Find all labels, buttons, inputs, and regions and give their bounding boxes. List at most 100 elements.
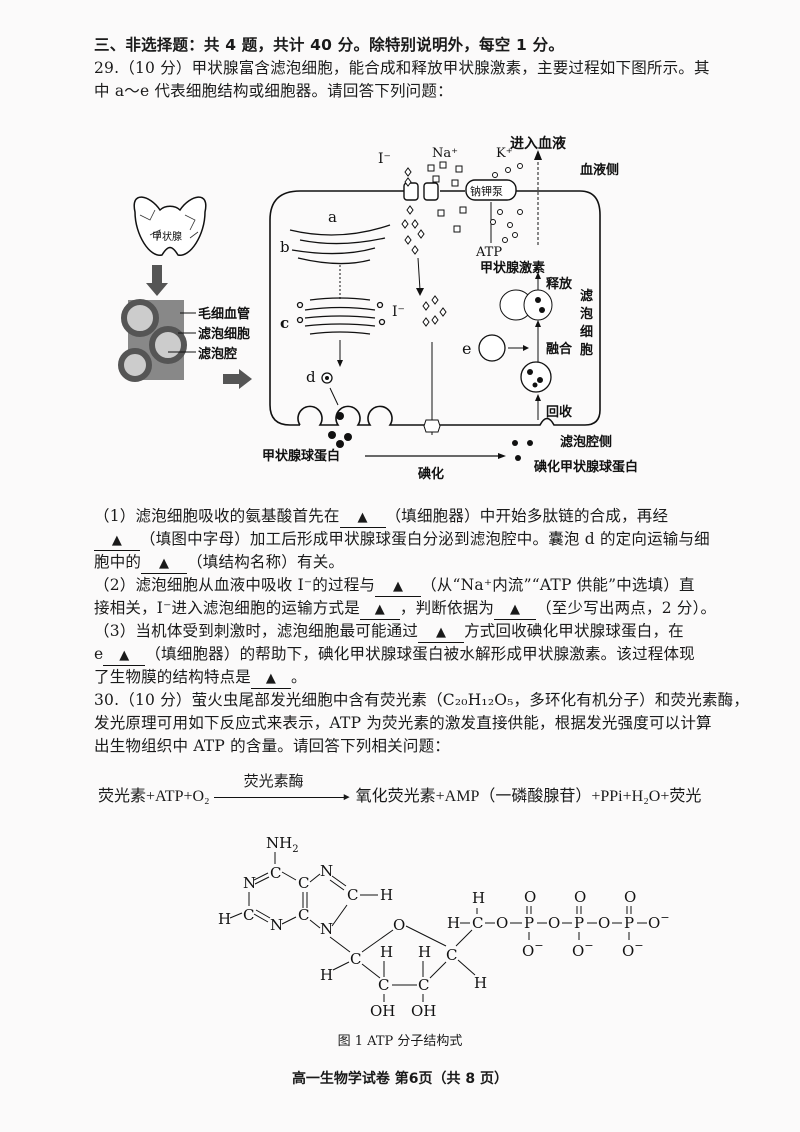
svg-text:C: C bbox=[446, 946, 457, 964]
q29-intro-line1: 29.（10 分）甲状腺富含滤泡细胞，能合成和释放甲状腺激素，主要过程如下图所示… bbox=[94, 59, 710, 77]
release-label: 释放 bbox=[546, 276, 573, 292]
q30-intro-line2: 发光原理可用如下反应式来表示，ATP 为荧光素的激发直接供能，根据发光强度可以计… bbox=[94, 714, 712, 732]
svg-text:C: C bbox=[350, 950, 361, 968]
text: （从“Na⁺内流”“ATP 供能”中选填）直 bbox=[421, 576, 695, 594]
blank-marker: ▲ bbox=[510, 602, 521, 617]
follicle-tissue-image bbox=[118, 299, 187, 382]
svg-text:O−: O− bbox=[572, 939, 594, 960]
sodium-label: Na⁺ bbox=[432, 146, 458, 161]
thyroglobulin-label: 甲状腺球蛋白 bbox=[262, 448, 340, 464]
svg-text:H: H bbox=[447, 914, 460, 932]
text: （至少写出两点，2 分）。 bbox=[536, 599, 717, 617]
svg-text:C: C bbox=[347, 886, 358, 904]
svg-text:N: N bbox=[320, 920, 333, 938]
section-heading: 三、非选择题：共 4 题，共计 40 分。除特别说明外，每空 1 分。 bbox=[94, 36, 565, 54]
q29-sub3-line3: 了生物膜的结构特点是 ▲ 。 bbox=[94, 666, 307, 689]
lysosome-fusion-icon bbox=[499, 289, 553, 321]
text: （填结构名称）有关。 bbox=[187, 553, 345, 571]
svg-text:C: C bbox=[270, 864, 281, 882]
potassium-label: K⁺ bbox=[496, 146, 513, 161]
answer-blank[interactable]: ▲ bbox=[251, 670, 292, 689]
label-b: b bbox=[280, 238, 290, 256]
svg-text:O: O bbox=[393, 916, 405, 934]
svg-text:O−: O− bbox=[622, 939, 644, 960]
text: e bbox=[94, 645, 104, 663]
text: （填细胞器）的帮助下，碘化甲状腺球蛋白被水解形成甲状腺激素。该过程体现 bbox=[145, 645, 695, 663]
iodinated-thyroglobulin-label: 碘化甲状腺球蛋白 bbox=[533, 459, 638, 475]
text: （3）当机体受到刺激时，滤泡细胞最可能通过 bbox=[94, 622, 419, 640]
thyroid-label: 甲状腺 bbox=[152, 230, 182, 243]
blank-marker: ▲ bbox=[265, 671, 277, 686]
svg-text:H: H bbox=[380, 886, 393, 904]
svg-text:H: H bbox=[218, 910, 231, 928]
svg-text:O−: O− bbox=[648, 911, 670, 932]
blank-marker: ▲ bbox=[159, 556, 170, 571]
q29-intro-line2: 中 a～e 代表细胞结构或细胞器。请回答下列问题： bbox=[94, 82, 453, 100]
svg-text:O: O bbox=[548, 914, 560, 932]
text: 。 bbox=[291, 668, 307, 686]
answer-blank[interactable]: ▲ bbox=[94, 532, 140, 551]
q29-sub3-line2: e ▲ （填细胞器）的帮助下，碘化甲状腺球蛋白被水解形成甲状腺激素。该过程体现 bbox=[94, 643, 695, 666]
iodide-inner-label: I⁻ bbox=[392, 304, 405, 320]
svg-text:O: O bbox=[496, 914, 508, 932]
cell-name-char: 泡 bbox=[580, 306, 593, 322]
reactants: 荧光素+ATP+O₂ bbox=[98, 788, 210, 805]
svg-text:OH: OH bbox=[370, 1002, 395, 1020]
into-blood-label: 进入血液 bbox=[510, 135, 567, 152]
thyroid-gland-icon: 甲状腺 bbox=[133, 196, 207, 256]
reaction-equation: 荧光素+ATP+O₂ ► 荧光素酶 氧化荧光素+AMP（一磷酸腺苷）+PPi+H… bbox=[98, 774, 701, 806]
q29-sub3-line1: （3）当机体受到刺激时，滤泡细胞最可能通过 ▲ 方式回收碘化甲状腺球蛋白，在 bbox=[94, 620, 684, 643]
svg-text:NH2: NH2 bbox=[266, 834, 299, 855]
atp-label: ATP bbox=[475, 245, 502, 260]
cell-name-char: 胞 bbox=[579, 342, 593, 358]
svg-text:OH: OH bbox=[411, 1002, 436, 1020]
svg-text:O: O bbox=[624, 888, 636, 906]
svg-text:N: N bbox=[243, 874, 256, 892]
page-footer: 高一生物学试卷 第6页（共 8 页） bbox=[291, 1071, 509, 1087]
svg-text:O: O bbox=[598, 914, 610, 932]
answer-blank[interactable]: ▲ bbox=[375, 578, 422, 597]
cell-name-char: 滤 bbox=[580, 288, 593, 304]
reaction-arrow: ► 荧光素酶 bbox=[213, 774, 352, 803]
svg-text:P: P bbox=[624, 914, 634, 932]
blank-marker: ▲ bbox=[119, 648, 130, 663]
svg-text:N: N bbox=[320, 862, 333, 880]
lumen-side-label: 滤泡腔侧 bbox=[560, 434, 612, 450]
blank-marker: ▲ bbox=[435, 625, 447, 640]
na-k-pump-label: 钠钾泵 bbox=[470, 184, 503, 198]
svg-text:C: C bbox=[298, 906, 309, 924]
text: 了生物膜的结构特点是 bbox=[94, 668, 252, 686]
blank-marker: ▲ bbox=[357, 510, 368, 525]
golgi-apparatus-icon bbox=[296, 297, 386, 335]
answer-blank[interactable]: ▲ bbox=[339, 509, 386, 528]
cell-name-char: 细 bbox=[580, 324, 593, 340]
follicular-cell-label: 滤泡细胞 bbox=[198, 326, 250, 342]
answer-blank[interactable]: ▲ bbox=[141, 555, 188, 574]
label-a: a bbox=[328, 208, 337, 226]
answer-blank[interactable]: ▲ bbox=[359, 601, 400, 620]
text: （2）滤泡细胞从血液中吸收 I⁻的过程与 bbox=[94, 576, 376, 594]
svg-text:C: C bbox=[472, 914, 483, 932]
text: 方式回收碘化甲状腺球蛋白，在 bbox=[464, 622, 684, 640]
svg-text:P: P bbox=[524, 914, 534, 932]
iodination-label: 碘化 bbox=[417, 466, 444, 482]
q29-sub1-line3: 胞中的▲（填结构名称）有关。 bbox=[94, 551, 344, 574]
blank-marker: ▲ bbox=[111, 533, 123, 548]
enzyme-label: 荧光素酶 bbox=[243, 774, 304, 791]
label-e: e bbox=[462, 339, 471, 358]
q30-intro-line1: 30.（10 分）萤火虫尾部发光细胞中含有荧光素（C₂₀H₁₂O₅，多环化有机分… bbox=[94, 691, 750, 709]
q29-sub2-line1: （2）滤泡细胞从血液中吸收 I⁻的过程与▲（从“Na⁺内流”“ATP 供能”中选… bbox=[94, 574, 695, 597]
fusion-label: 融合 bbox=[546, 341, 573, 357]
svg-text:H: H bbox=[474, 974, 487, 992]
answer-blank[interactable]: ▲ bbox=[494, 601, 537, 620]
thyroid-hormone-label: 甲状腺激素 bbox=[480, 260, 545, 276]
text: 接相关，I⁻进入滤泡细胞的运输方式是 bbox=[94, 599, 360, 617]
answer-blank[interactable]: ▲ bbox=[103, 647, 146, 666]
svg-text:H: H bbox=[472, 889, 485, 907]
blood-side-label: 血液侧 bbox=[580, 162, 619, 178]
thyroid-follicle-diagram: 甲状腺 毛细血管 滤泡细胞 滤泡腔 I⁻ Na⁺ K⁺ 钠钾泵 ATP 进入血液 bbox=[118, 135, 638, 482]
answer-blank[interactable]: ▲ bbox=[418, 624, 465, 643]
figure-caption: 图 1 ATP 分子结构式 bbox=[337, 1034, 463, 1049]
svg-text:C: C bbox=[378, 976, 389, 994]
q29-sub2-line2: 接相关，I⁻进入滤泡细胞的运输方式是▲，判断依据为▲（至少写出两点，2 分）。 bbox=[94, 597, 716, 620]
